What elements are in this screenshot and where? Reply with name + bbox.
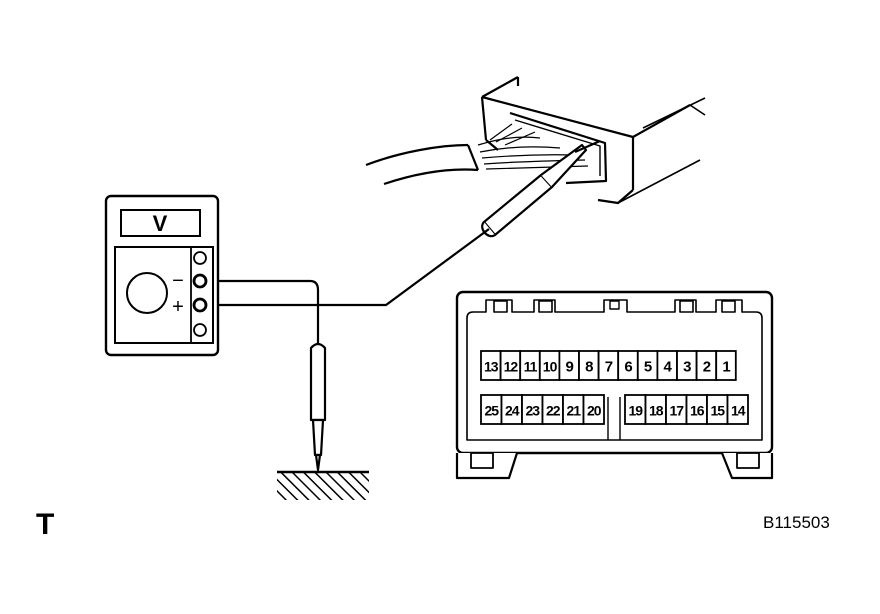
positive-sign: + [172,296,184,318]
connector-pin-number: 6 [624,359,632,376]
connector-pin-number: 5 [644,359,652,376]
connector-pin-3: 3 [676,350,698,381]
connector-pin-number: 8 [585,359,593,376]
connector-pin-number: 17 [669,403,684,419]
connector-pin-number: 18 [649,403,664,419]
negative-sign: − [172,270,184,292]
connector-pin-12: 12 [499,350,522,381]
voltmeter: V − + [104,194,220,357]
connector-pin-19: 19 [624,394,647,425]
component-housing [480,76,706,205]
connector-pin-7: 7 [597,350,620,381]
connector-pin-number: 12 [504,359,519,375]
connector-bottom-left-row: 25 24 23 22 21 20 [480,394,605,425]
connector-bottom-right-row: 19 18 17 16 15 14 [624,394,749,425]
connector-pin-15: 15 [706,394,729,425]
connector-pin-number: 15 [710,403,725,419]
connector-pin-number: 4 [664,359,673,376]
connector-pin-number: 7 [605,359,613,376]
connector-pin-number: 13 [484,359,499,375]
wire-bundle [365,123,589,186]
ground-symbol [277,470,369,500]
connector-pin-5: 5 [636,350,659,381]
connector-pin-number: 16 [690,403,705,419]
connector-pin-number: 19 [628,403,643,419]
connector-pin-18: 18 [644,394,667,425]
connector-pin-number: 25 [484,403,499,419]
connector-pin-23: 23 [521,394,544,425]
voltmeter-display [120,209,201,237]
voltmeter-display-label: V [153,211,168,236]
connector-pin-cell [726,394,749,425]
range-dial[interactable] [126,272,168,314]
corner-letter: T [36,508,55,541]
unused-terminal [193,323,207,337]
connector-face [455,290,774,480]
connector-pin-10: 10 [538,350,561,381]
connector-pin-17: 17 [665,394,688,425]
connector-pin-number: 1 [722,359,730,376]
connector-pin-25: 25 [480,394,503,425]
connector-pin-number: 3 [683,359,691,376]
figure-code: B115503 [763,513,830,532]
connector-pin-number: 2 [703,359,711,376]
connector-pin-number: 9 [566,359,574,376]
connector-pin-number: 20 [587,403,602,419]
connector-pin-number: 21 [566,403,581,419]
connector-pin-number: 23 [525,403,540,419]
connector-pin-14: 14 [726,394,749,425]
connector-pin-number: 11 [524,359,538,375]
connector-pin-1: 1 [715,350,737,381]
connector-pin-8: 8 [578,350,600,381]
connector-pin-11: 11 [519,350,541,381]
ground-probe [309,342,327,472]
connector-pin-number: 22 [546,403,561,419]
connector-pin-6: 6 [617,350,639,381]
connector-pin-20: 20 [582,394,605,425]
positive-terminal[interactable] [192,297,208,313]
connector-pin-2: 2 [695,350,718,381]
connector-pin-13: 13 [480,350,502,381]
unused-terminal [193,251,207,265]
connector-pin-16: 16 [685,394,708,425]
probe-leads [210,228,490,345]
negative-terminal[interactable] [192,273,208,289]
connector-pin-number: 14 [731,403,746,419]
connector-pin-21: 21 [562,394,585,425]
connector-pin-4: 4 [656,350,678,381]
connector-pin-cell [715,350,737,381]
connector-pin-cell [582,394,605,425]
connector-pin-22: 22 [541,394,564,425]
connector-pin-24: 24 [500,394,523,425]
connector-pin-number: 10 [543,359,558,375]
connector-pin-number: 24 [505,403,520,419]
connector-pin-9: 9 [558,350,580,381]
